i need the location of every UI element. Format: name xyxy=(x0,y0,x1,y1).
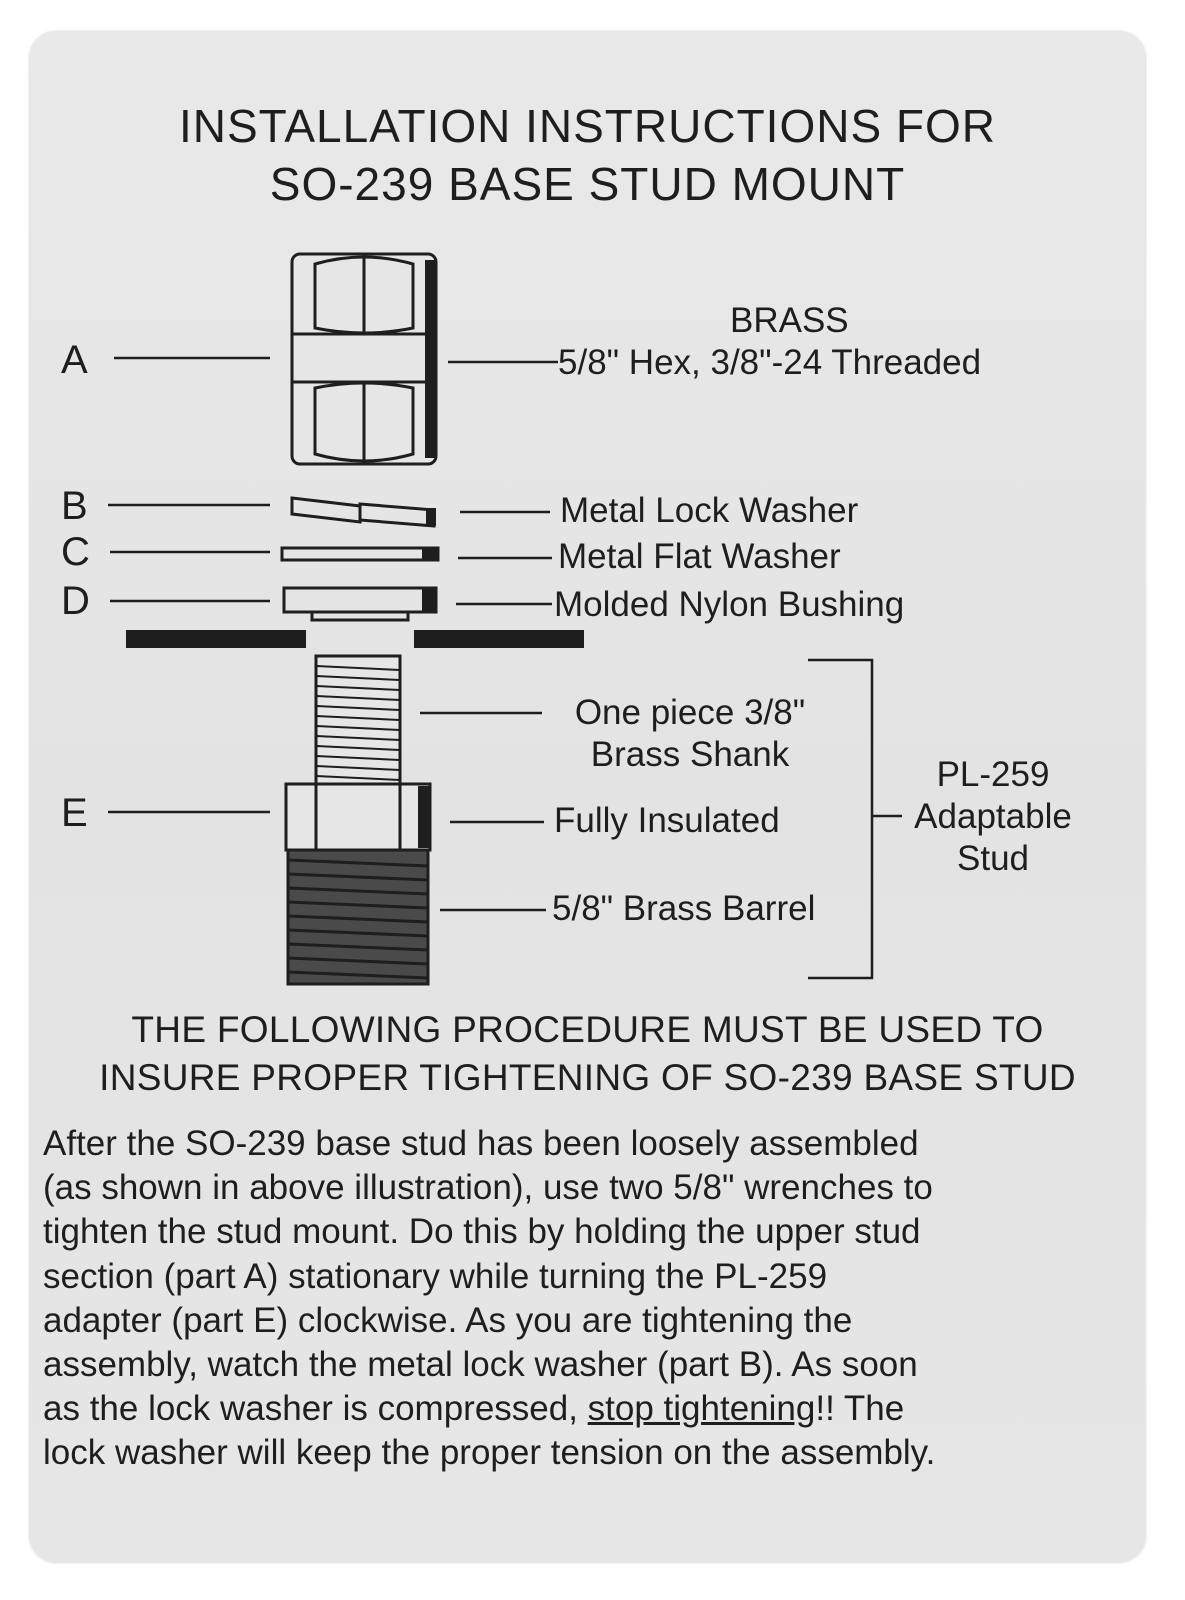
flat-washer-illustration xyxy=(280,546,440,562)
bracket-label-line-2: Adaptable xyxy=(914,797,1072,836)
hex-nut-illustration xyxy=(290,252,438,466)
procedure-line-7-end: !! The xyxy=(815,1389,905,1429)
lock-washer-illustration xyxy=(290,496,436,528)
shank-illustration xyxy=(314,654,402,786)
procedure-line-7-start: as the lock washer is compressed, xyxy=(43,1389,588,1429)
stop-tightening-emphasis: stop tightening xyxy=(587,1389,816,1429)
instruction-card: INSTALLATION INSTRUCTIONS FOR SO-239 BAS… xyxy=(30,32,1145,1562)
shank-label-line-2: Brass Shank xyxy=(590,735,790,774)
part-d-description: Molded Nylon Bushing xyxy=(554,585,905,624)
title-line-2: SO-239 BASE STUD MOUNT xyxy=(269,158,906,210)
right-leader-lines xyxy=(420,360,558,912)
nylon-bushing-illustration xyxy=(282,586,438,622)
part-letter-a: A xyxy=(61,338,88,382)
stud-mount-diagram xyxy=(108,252,902,986)
procedure-heading-line-2: INSURE PROPER TIGHTENING OF SO-239 BASE … xyxy=(99,1057,1076,1098)
mounting-surface-illustration xyxy=(126,630,584,648)
procedure-paragraph: After the SO-239 base stud has been loos… xyxy=(43,1122,1083,1476)
collar-illustration xyxy=(284,782,432,852)
procedure-line: assembly, watch the metal lock washer (p… xyxy=(43,1345,918,1385)
part-letter-d: D xyxy=(61,579,90,623)
procedure-line: adapter (part E) clockwise. As you are t… xyxy=(43,1300,853,1340)
left-leader-lines xyxy=(108,356,270,814)
procedure-line: tighten the stud mount. Do this by holdi… xyxy=(43,1212,921,1252)
title-line-1: INSTALLATION INSTRUCTIONS FOR xyxy=(178,100,997,152)
stud-bracket xyxy=(808,658,902,980)
part-a-material: BRASS xyxy=(730,301,849,340)
part-letter-c: C xyxy=(61,530,90,574)
procedure-line: After the SO-239 base stud has been loos… xyxy=(43,1124,919,1163)
part-c-description: Metal Flat Washer xyxy=(558,537,841,576)
procedure-line: lock washer will keep the proper tension… xyxy=(43,1433,936,1473)
part-letter-b: B xyxy=(61,484,88,528)
part-a-description: 5/8" Hex, 3/8"-24 Threaded xyxy=(558,343,982,382)
barrel-illustration xyxy=(286,848,430,986)
shank-label-line-1: One piece 3/8" xyxy=(574,693,806,732)
bracket-label-line-3: Stud xyxy=(957,839,1029,878)
barrel-label: 5/8" Brass Barrel xyxy=(552,889,816,928)
procedure-line: section (part A) stationary while turnin… xyxy=(43,1256,828,1296)
procedure-heading-line-1: THE FOLLOWING PROCEDURE MUST BE USED TO xyxy=(131,1009,1044,1050)
bracket-label-line-1: PL-259 xyxy=(936,755,1050,794)
part-b-description: Metal Lock Washer xyxy=(560,491,859,530)
procedure-line: (as shown in above illustration), use tw… xyxy=(43,1168,933,1208)
part-letter-e: E xyxy=(61,791,88,835)
insulated-label: Fully Insulated xyxy=(554,801,780,840)
